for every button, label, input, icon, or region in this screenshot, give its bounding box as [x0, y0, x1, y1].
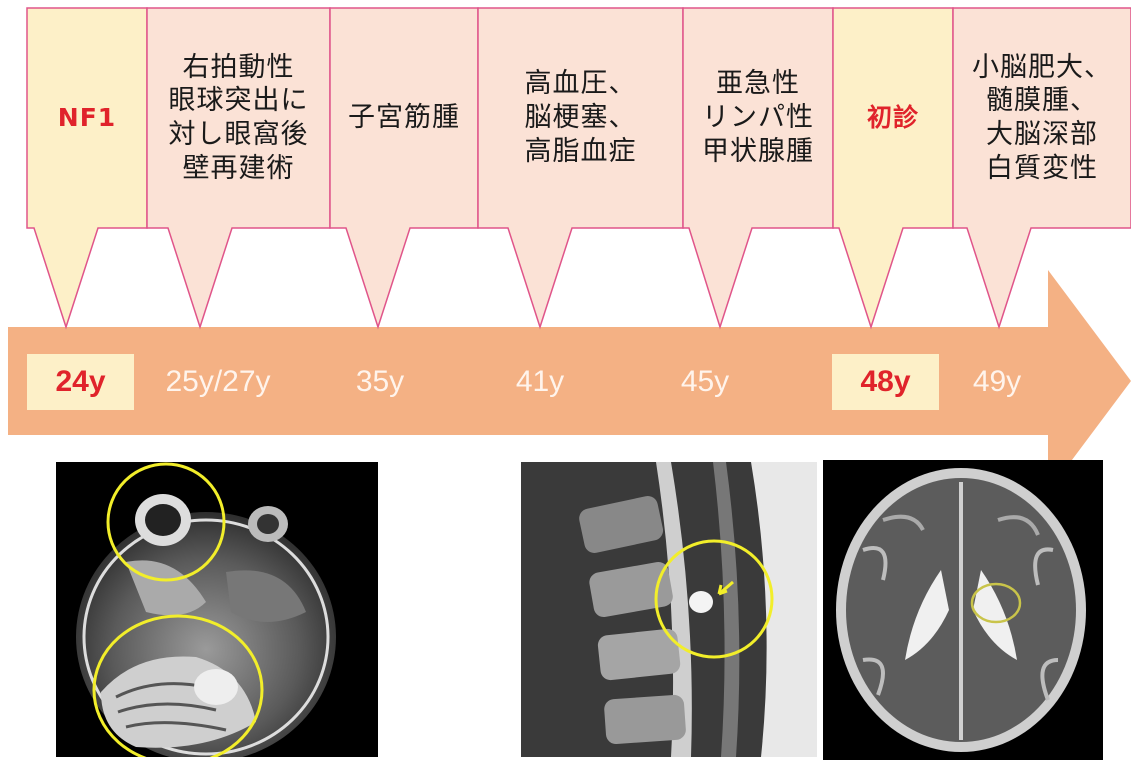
- axial-orbit-posterior-fossa-mri: [56, 462, 378, 757]
- event-label: 亜急性 リンパ性 甲状腺腫: [683, 18, 833, 218]
- event-label: 初診: [833, 18, 953, 218]
- age-label: 45y: [660, 354, 750, 410]
- age-label: 24y: [27, 354, 134, 410]
- spine-mri-sagittal-icon: [521, 462, 817, 757]
- event-label: 子宮筋腫: [330, 18, 478, 218]
- age-label: 35y: [340, 354, 420, 410]
- event-label: 高血圧、 脳梗塞、 高脂血症: [478, 18, 683, 218]
- age-label: 41y: [495, 354, 585, 410]
- axial-cerebrum-mri: [823, 460, 1103, 760]
- event-label: 小脳肥大、 髄膜腫、 大脳深部 白質変性: [953, 18, 1131, 218]
- event-label: 右拍動性 眼球突出に 対し眼窩後 壁再建術: [147, 18, 330, 218]
- event-label: NF1: [27, 18, 147, 218]
- sagittal-spine-mri: [521, 462, 817, 757]
- age-label: 49y: [957, 354, 1037, 410]
- age-label: 48y: [832, 354, 939, 410]
- age-label: 25y/27y: [148, 354, 288, 410]
- brain-mri-axial-icon: [823, 460, 1103, 760]
- brain-mri-axial-icon: [56, 462, 378, 757]
